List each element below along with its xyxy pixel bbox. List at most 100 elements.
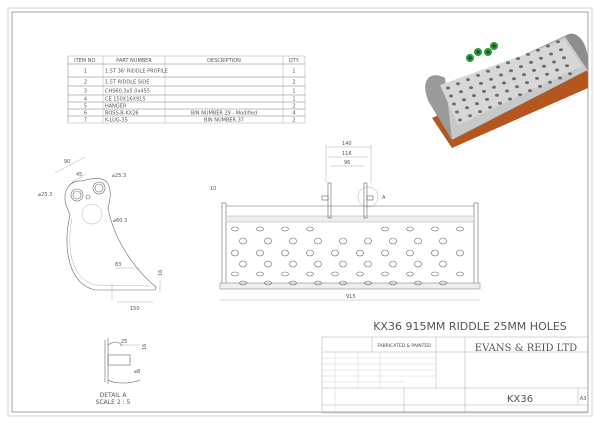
riddle-hole [456, 249, 464, 257]
bom-cell: BIN NUMBER 29 - Modified [191, 111, 257, 117]
bom-cell: 1 [84, 69, 87, 75]
bom-cell: QTY. [289, 58, 300, 64]
detail-dim-dia8: ⌀8 [134, 369, 140, 375]
iso-hole [558, 76, 562, 80]
detail-scale: SCALE 2 : 5 [96, 399, 131, 406]
drawing-title: KX36 915MM RIDDLE 25MM HOLES [373, 320, 567, 333]
iso-hole [495, 93, 499, 97]
bom-cell: K-LUG-35 [105, 118, 128, 124]
bom-cell: 1.5T RIDDLE SIDE [105, 80, 149, 86]
riddle-hole [314, 260, 322, 268]
finish-value: FABRICATED & PAINTED [377, 343, 431, 349]
iso-hole [539, 56, 543, 60]
bom-cell: BOSS-B-KX26 [105, 111, 139, 117]
iso-hole [456, 82, 460, 86]
iso-hole [482, 89, 486, 93]
riddle-hole [256, 249, 264, 257]
iso-hole [522, 73, 526, 77]
title-block: KX36 915MM RIDDLE 25MM HOLES FABRICATED … [321, 320, 589, 414]
riddle-hole [414, 237, 422, 245]
iso-hole [568, 72, 572, 76]
riddle-hole [239, 237, 247, 245]
riddle-hole [289, 237, 297, 245]
riddle-hole [364, 237, 372, 245]
iso-hole [549, 52, 553, 56]
riddle-hole [256, 226, 264, 232]
iso-hole [468, 114, 472, 118]
iso-hole [459, 90, 463, 94]
iso-hole [518, 93, 522, 97]
iso-hole [496, 65, 500, 69]
riddle-hole [356, 249, 364, 257]
iso-hole [556, 40, 560, 44]
riddle-hole [281, 271, 289, 277]
detail-dim-16: 16 [142, 344, 148, 350]
riddle-hole [389, 237, 397, 245]
bom-cell: 4 [84, 97, 87, 103]
company-name: EVANS & REID LTD [475, 343, 577, 354]
dim-116: 116 [342, 151, 352, 157]
bom-cell: 5 [84, 104, 87, 110]
iso-hole [542, 64, 546, 68]
iso-hole [469, 86, 473, 90]
riddle-hole [439, 260, 447, 268]
iso-hole [506, 61, 510, 65]
iso-hole [519, 65, 523, 69]
riddle-hole [314, 237, 322, 245]
drawing-number: KX36 [507, 394, 533, 405]
riddle-hole [231, 249, 239, 257]
iso-hole [465, 106, 469, 110]
iso-hole [515, 85, 519, 89]
dim-90: 90 [64, 159, 70, 165]
bom-cell: CHS60.3x5.0x455 [105, 89, 150, 95]
side-view: 90 45 ⌀25.3 ⌀25.3 ⌀60.3 83 16 150 [38, 156, 164, 312]
riddle-hole [389, 280, 397, 286]
riddle-hole [281, 226, 289, 232]
bom-cell: HANGER [105, 104, 127, 110]
iso-hole [449, 94, 453, 98]
riddle-hole [314, 280, 322, 286]
iso-hole [488, 105, 492, 109]
riddle-hole [339, 260, 347, 268]
boss-group [466, 42, 498, 62]
bom-row: 4 CE 150X16X915 1 [67, 94, 306, 103]
riddle-hole [289, 260, 297, 268]
detail-title: DETAIL A [100, 392, 128, 399]
riddle-hole [331, 271, 339, 277]
riddle-hole [231, 271, 239, 277]
dim-96: 96 [344, 160, 350, 166]
dim-dia-right: ⌀25.3 [112, 173, 126, 179]
iso-hole [559, 48, 563, 52]
iso-hole [552, 60, 556, 64]
iso-hole [535, 76, 539, 80]
riddle-hole [264, 280, 272, 286]
bom-cell: CE 150X16X915 [105, 97, 146, 103]
riddle-hole [306, 226, 314, 232]
riddle-hole [339, 280, 347, 286]
iso-hole [486, 69, 490, 73]
bom-cell: 1 [292, 97, 295, 103]
iso-hole [499, 73, 503, 77]
bom-cell: 2 [292, 80, 295, 86]
iso-hole [462, 98, 466, 102]
riddle-hole [306, 271, 314, 277]
iso-hole [508, 97, 512, 101]
iso-hole [532, 68, 536, 72]
iso-hole [528, 89, 532, 93]
riddle-hole [456, 271, 464, 277]
bom-cell: 1 [292, 89, 295, 95]
riddle-hole [264, 260, 272, 268]
iso-hole [452, 102, 456, 106]
riddle-hole [364, 280, 372, 286]
riddle-hole [381, 249, 389, 257]
riddle-hole [406, 271, 414, 277]
iso-hole [458, 118, 462, 122]
iso-hole [476, 73, 480, 77]
riddle-hole [381, 226, 389, 232]
bom-cell: 1.5T 36' RIDDLE PROFILE [105, 69, 168, 75]
